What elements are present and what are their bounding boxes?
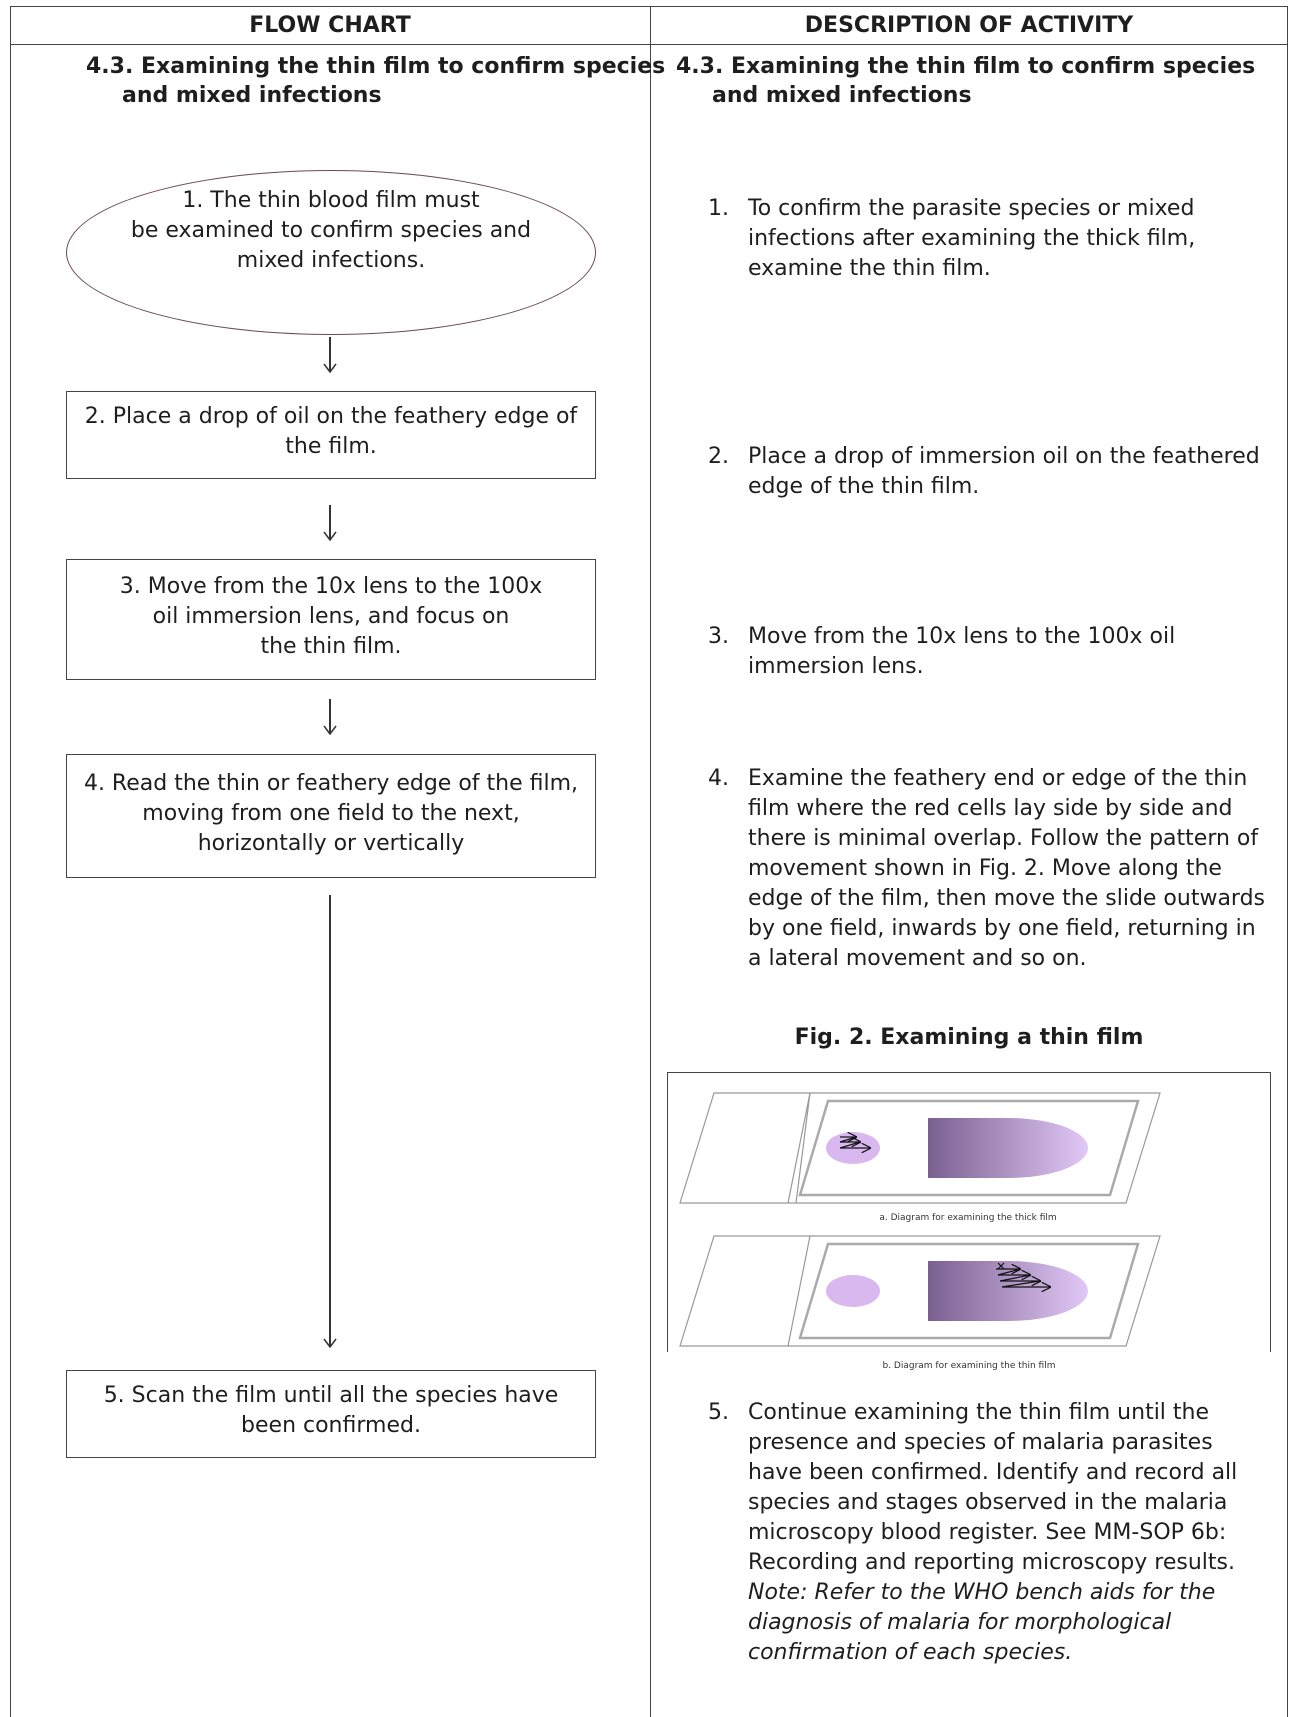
flow-step-1-line1: 1. The thin blood film must (182, 188, 480, 213)
flow-arrow-4 (323, 895, 337, 1348)
figure-box: a. Diagram for examining the thick film (667, 1072, 1271, 1352)
step-text: Move from the 10x lens to the 100x oil i… (748, 624, 1176, 679)
step-text: Examine the feathery end or edge of the … (748, 766, 1266, 971)
diagram-a-label: a. Diagram for examining the thick film (879, 1213, 1056, 1223)
coverslip-a (798, 1099, 1140, 1197)
step-number: 4. (708, 766, 729, 791)
description-step-2: 2. Place a drop of immersion oil on the … (708, 442, 1268, 502)
slide-outline-a (679, 1092, 1161, 1204)
slide-label-edge-a (787, 1092, 811, 1204)
step-text: Place a drop of immersion oil on the fea… (748, 444, 1260, 499)
step-text: Continue examining the thin film until t… (748, 1400, 1238, 1575)
flow-step-3-line2: oil immersion lens, and focus on (152, 604, 510, 629)
thick-drop-b (826, 1275, 880, 1307)
flow-step-2-box: 2. Place a drop of oil on the feathery e… (66, 391, 596, 479)
left-section-title-line1: 4.3. Examining the thin film to confirm … (86, 54, 666, 79)
description-step-1: 1. To confirm the parasite species or mi… (708, 194, 1268, 284)
flow-step-3-box: 3. Move from the 10x lens to the 100x oi… (66, 559, 596, 680)
step-number: 1. (708, 196, 729, 221)
flow-step-1-text: 1. The thin blood film must be examined … (66, 186, 596, 276)
column-divider (650, 6, 651, 1717)
left-section-title: 4.3. Examining the thin film to confirm … (86, 52, 665, 110)
flow-step-5-box: 5. Scan the film until all the species h… (66, 1370, 596, 1458)
flow-step-1-ellipse (66, 170, 596, 335)
slide-diagrams: a. Diagram for examining the thick film (679, 1092, 1161, 1347)
figure-caption: Fig. 2. Examining a thin film (794, 1025, 1144, 1050)
flow-arrow-3 (323, 699, 337, 735)
description-step-4: 4. Examine the feathery end or edge of t… (708, 764, 1268, 974)
step-text: To confirm the parasite species or mixed… (748, 196, 1196, 281)
left-section-title-line2: and mixed infections (122, 83, 382, 108)
step-number: 2. (708, 444, 729, 469)
table-header-row: FLOW CHART DESCRIPTION OF ACTIVITY (10, 6, 1288, 45)
coverslip-b (798, 1242, 1140, 1340)
description-header: DESCRIPTION OF ACTIVITY (804, 13, 1134, 38)
step-note: Note: Refer to the WHO bench aids for th… (748, 1580, 1216, 1665)
thin-film-diagram (679, 1235, 1161, 1347)
scan-pattern-b (996, 1262, 1050, 1287)
scan-pattern-a (839, 1137, 870, 1148)
slide-label-edge-b (787, 1235, 811, 1347)
table-frame (10, 6, 1288, 1717)
step-number: 5. (708, 1400, 729, 1425)
right-section-title: 4.3. Examining the thin film to confirm … (676, 52, 1255, 110)
flow-step-1-line3: mixed infections. (236, 248, 426, 273)
thick-film-diagram: a. Diagram for examining the thick film (679, 1092, 1161, 1223)
thin-smear-b (928, 1261, 1088, 1321)
step-number: 3. (708, 624, 729, 649)
flow-step-3-line3: the thin film. (260, 634, 402, 659)
flow-arrow-1 (323, 337, 337, 373)
right-section-title-line1: 4.3. Examining the thin film to confirm … (676, 54, 1256, 79)
description-step-3: 3. Move from the 10x lens to the 100x oi… (708, 622, 1268, 682)
diagram-b-label: b. Diagram for examining the thin film (882, 1361, 1056, 1371)
description-step-5: 5. Continue examining the thin film unti… (708, 1398, 1268, 1668)
flow-step-1-line2: be examined to confirm species and (130, 218, 532, 243)
flow-arrow-2 (323, 505, 337, 541)
slide-outline-b (679, 1235, 1161, 1347)
thin-smear-a (928, 1118, 1088, 1178)
flow-step-3-line1: 3. Move from the 10x lens to the 100x (119, 574, 543, 599)
right-section-title-line2: and mixed infections (712, 83, 972, 108)
flow-step-4-box: 4. Read the thin or feathery edge of the… (66, 754, 596, 878)
flow-chart-header: FLOW CHART (249, 13, 411, 38)
